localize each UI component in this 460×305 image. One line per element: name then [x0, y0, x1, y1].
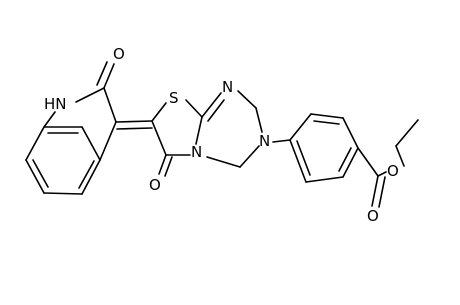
exocyclic-double-bond: [115, 120, 153, 130]
thiazolone-ring: [151, 99, 203, 177]
thiazolone-oxygen-label: O: [149, 176, 161, 194]
ester-carbonyl-oxygen-label: O: [367, 207, 379, 225]
oxindole-lactam-ring: [43, 61, 117, 161]
ring-fusion-nitrogen-label: N: [191, 143, 202, 161]
ester-single-oxygen-label: O: [387, 162, 399, 180]
triazine-nitrogen-aryl-label: N: [259, 132, 270, 150]
ethyl-ester-group: [357, 119, 419, 208]
triazine-nitrogen-top-label: N: [222, 78, 233, 96]
thiazole-sulfur-label: S: [169, 89, 179, 107]
triazine-ring: [201, 90, 263, 168]
benzoate-phenyl-ring: [289, 113, 359, 183]
oxindole-benzene-ring: [25, 126, 101, 195]
n-aryl-bond: [272, 139, 291, 143]
oxindole-oxygen-label: O: [113, 45, 125, 63]
nh-label: HN: [44, 95, 67, 113]
